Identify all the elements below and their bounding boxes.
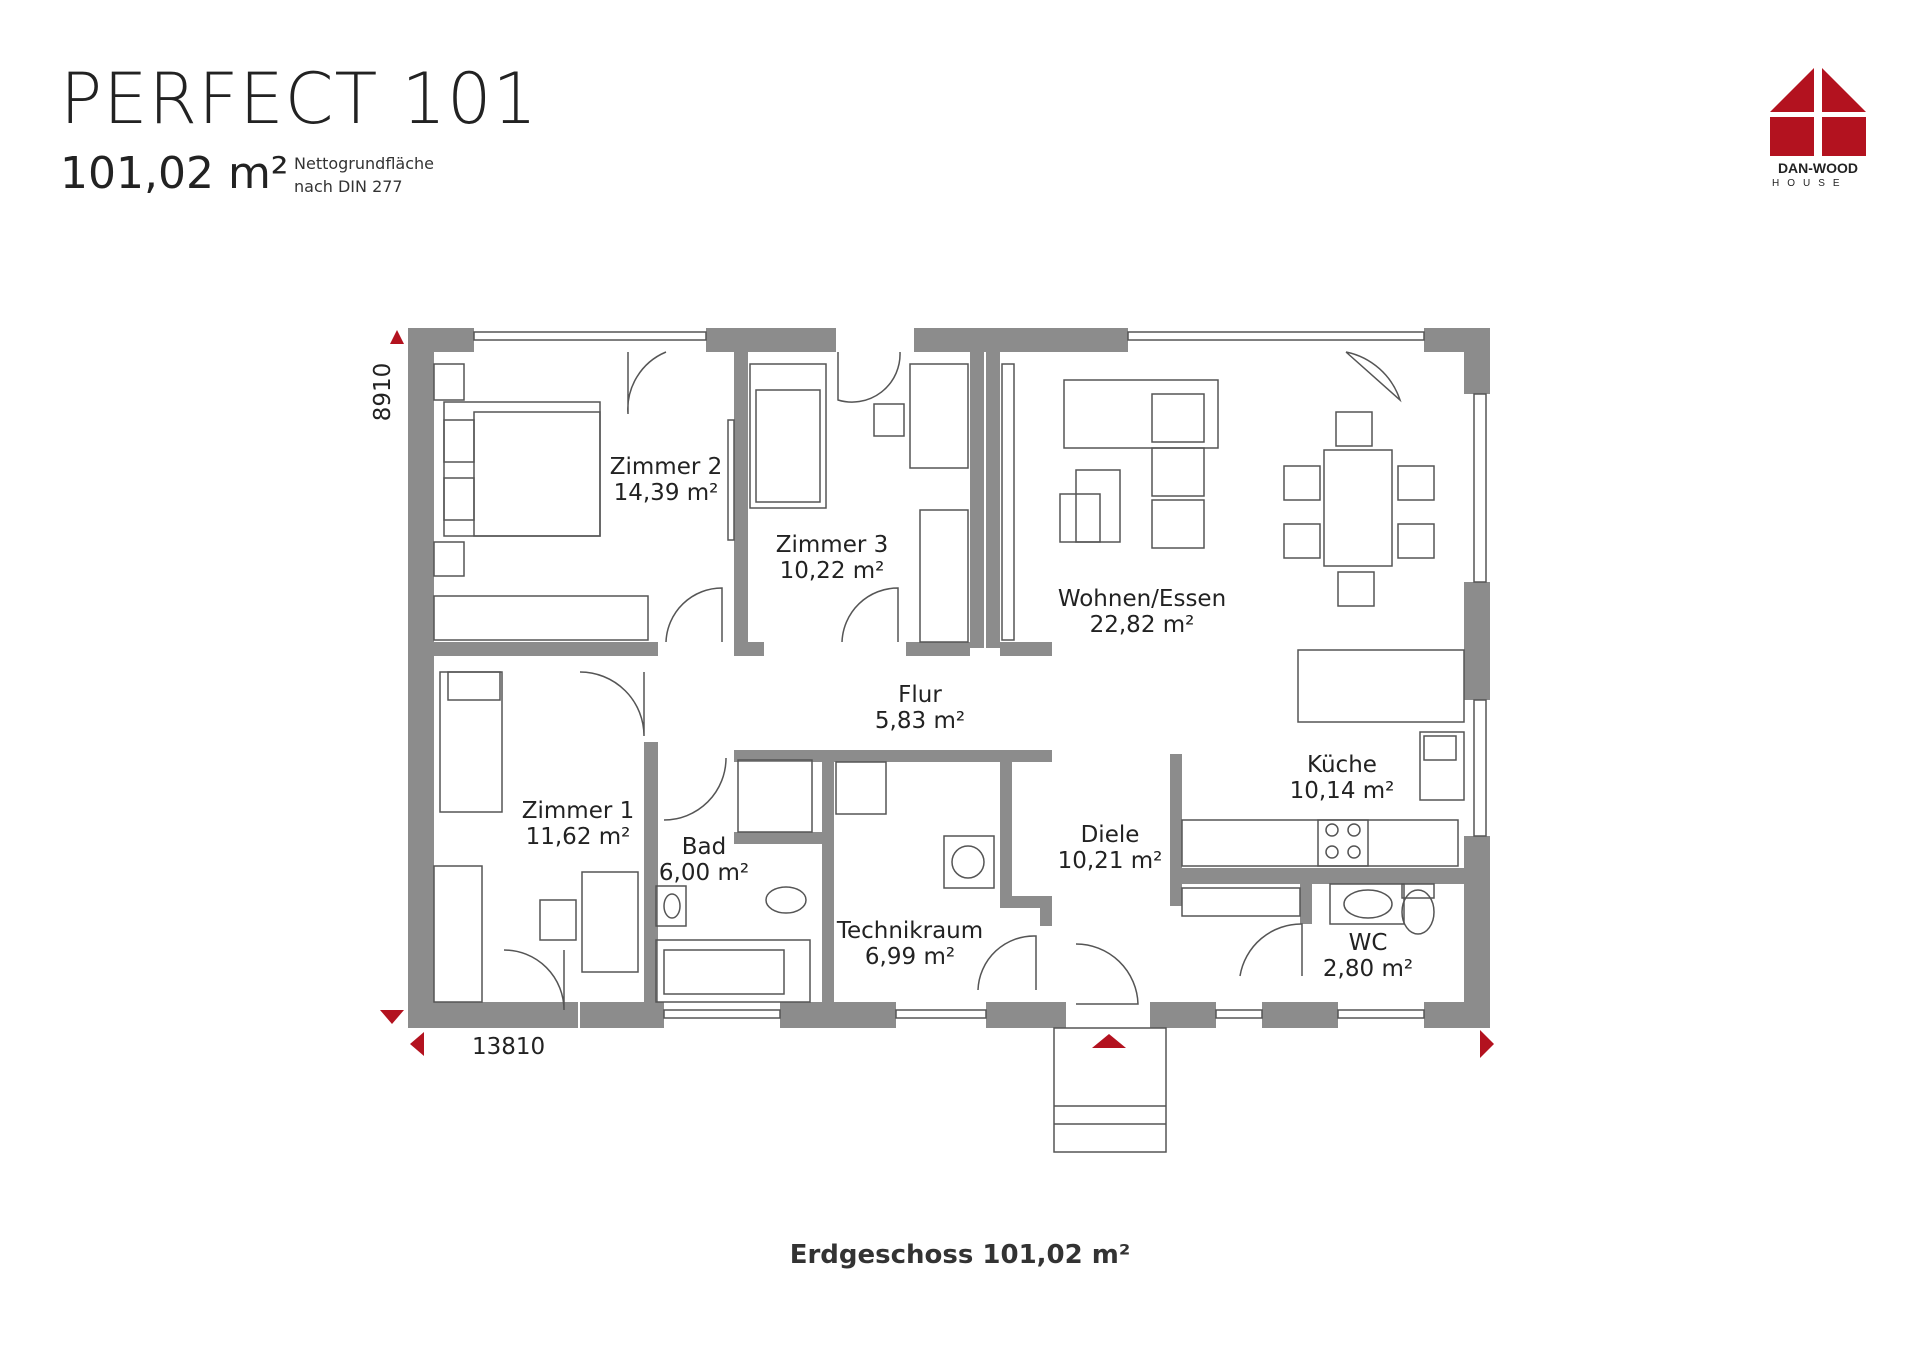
room-name: Flur	[898, 682, 942, 708]
logo-name: DAN-WOOD	[1777, 160, 1859, 176]
room-name: Wohnen/Essen	[1058, 586, 1226, 612]
exterior-walls	[408, 328, 1490, 1028]
room-area: 14,39 m²	[614, 480, 719, 506]
windows	[473, 331, 1487, 1019]
room-name: WC	[1349, 930, 1388, 956]
entrance-arrow-icon	[1092, 1034, 1126, 1048]
room-name: Küche	[1307, 752, 1377, 778]
arrow-left-icon	[410, 1032, 424, 1056]
dan-wood-logo	[1770, 64, 1866, 156]
dimension-depth: 8910	[370, 363, 396, 422]
logo-sub: HOUSE	[1772, 178, 1848, 189]
dimension-markers	[380, 330, 1494, 1058]
furniture	[433, 363, 1465, 1153]
room-name: Zimmer 1	[522, 798, 635, 824]
arrow-right-icon	[1480, 1030, 1494, 1058]
room-area: 5,83 m²	[875, 708, 965, 734]
room-area: 10,21 m²	[1058, 848, 1163, 874]
area-note: Nettogrundfläche nach DIN 277	[294, 152, 434, 198]
total-area: 101,02 m²	[60, 148, 289, 199]
dimension-width: 13810	[472, 1034, 545, 1060]
area-note-line2: nach DIN 277	[294, 177, 403, 196]
room-name: Technikraum	[836, 918, 983, 944]
floor-total: Erdgeschoss 101,02 m²	[789, 1240, 1131, 1270]
interior-walls	[434, 342, 1464, 1028]
room-area: 10,22 m²	[780, 558, 885, 584]
room-name: Zimmer 3	[776, 532, 889, 558]
room-area: 6,00 m²	[659, 860, 749, 886]
room-area: 11,62 m²	[526, 824, 631, 850]
room-name: Bad	[682, 834, 726, 860]
room-area: 2,80 m²	[1323, 956, 1413, 982]
room-name: Zimmer 2	[610, 454, 723, 480]
arrow-down-icon	[380, 1010, 404, 1024]
arrow-up-icon	[390, 330, 404, 344]
area-note-line1: Nettogrundfläche	[294, 154, 434, 173]
doors	[503, 351, 1402, 1011]
room-area: 6,99 m²	[865, 944, 955, 970]
room-name: Diele	[1081, 822, 1140, 848]
page-title: PERFECT 101	[60, 58, 539, 140]
room-area: 10,14 m²	[1290, 778, 1395, 804]
room-area: 22,82 m²	[1090, 612, 1195, 638]
